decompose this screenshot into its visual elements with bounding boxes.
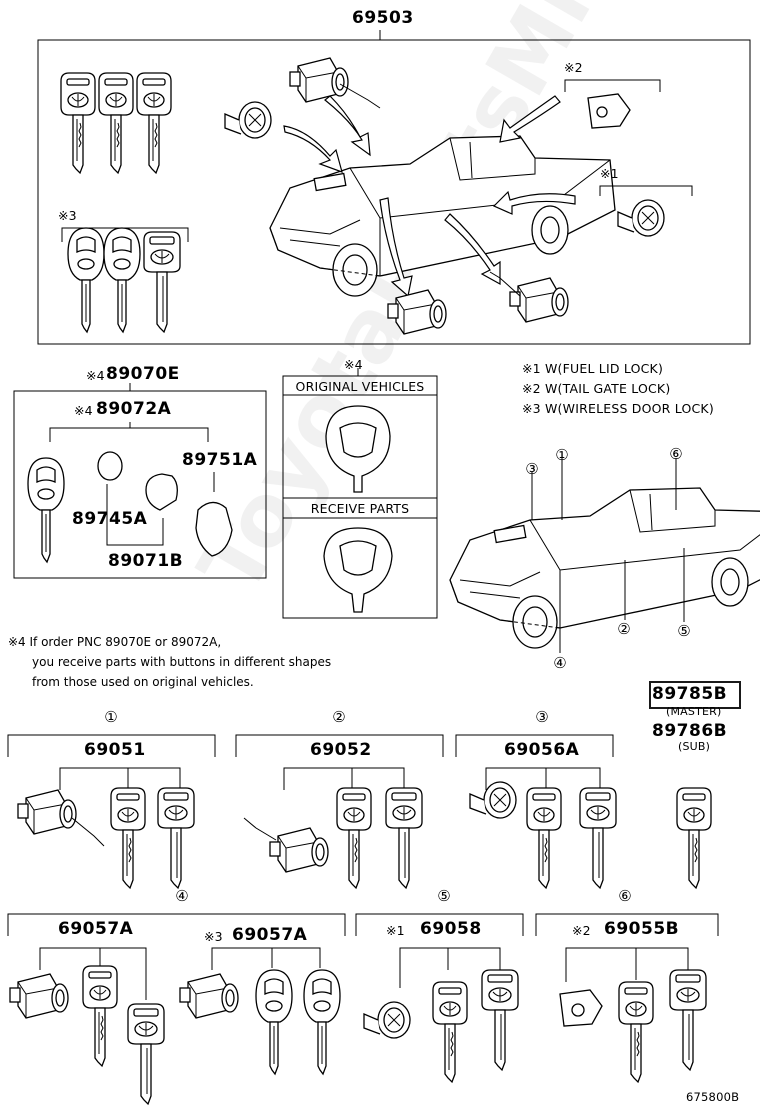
- master-key-code: 89785B: [652, 684, 728, 704]
- footnote-line-2: you receive parts with buttons in differ…: [32, 655, 332, 669]
- set-4-number: ④: [175, 887, 189, 905]
- key-inner-mark: ※4: [74, 403, 93, 418]
- set-4-code: 69057A: [58, 919, 134, 939]
- set-2-code: 69052: [310, 740, 372, 760]
- set-6-mark: ※2: [572, 923, 591, 938]
- set-3-number: ③: [535, 708, 549, 726]
- key-outer-code: 89070E: [106, 364, 180, 384]
- callout-4: ④: [553, 654, 567, 672]
- legend-tail-gate: ※2 W(TAIL GATE LOCK): [522, 381, 671, 396]
- key-outer-mark: ※4: [86, 368, 105, 383]
- callout-1: ①: [555, 446, 569, 464]
- set-5-number: ⑤: [437, 887, 451, 905]
- note-2-mark: ※2: [564, 60, 583, 75]
- original-vehicles-label: ORIGINAL VEHICLES: [295, 379, 425, 394]
- set-3-code: 69056A: [504, 740, 580, 760]
- footnote-line-3: from those used on original vehicles.: [32, 675, 254, 689]
- sub-label: (SUB): [678, 740, 711, 753]
- note-3-mark: ※3: [58, 208, 77, 223]
- callout-6: ⑥: [669, 445, 683, 463]
- callout-3: ③: [525, 460, 539, 478]
- sub-key-code: 89786B: [652, 721, 728, 741]
- set-5-mark: ※1: [386, 923, 405, 938]
- legend-wireless-door: ※3 W(WIRELESS DOOR LOCK): [522, 401, 714, 416]
- set-5-code: 69058: [420, 919, 482, 939]
- set-4b-mark: ※3: [204, 929, 223, 944]
- cover-code: 89071B: [108, 551, 184, 571]
- receive-parts-label: RECEIVE PARTS: [310, 501, 410, 516]
- assembly-code: 69503: [352, 8, 414, 28]
- set-4b-code: 69057A: [232, 925, 308, 945]
- callout-5: ⑤: [677, 622, 691, 640]
- set-6-code: 69055B: [604, 919, 680, 939]
- plate-code: 89751A: [182, 450, 258, 470]
- note-1-mark: ※1: [600, 166, 619, 181]
- master-label: (MASTER): [666, 705, 722, 718]
- set-1-number: ①: [104, 708, 118, 726]
- battery-code: 89745A: [72, 509, 148, 529]
- callout-2: ②: [617, 620, 631, 638]
- legend-fuel-lid: ※1 W(FUEL LID LOCK): [522, 361, 664, 376]
- set-1-code: 69051: [84, 740, 146, 760]
- footnote-line-1: ※4 If order PNC 89070E or 89072A,: [8, 635, 222, 649]
- diagram-id: 675800B: [686, 1090, 740, 1104]
- key-inner-code: 89072A: [96, 399, 172, 419]
- compare-mark: ※4: [344, 357, 363, 372]
- set-2-number: ②: [332, 708, 346, 726]
- set-6-number: ⑥: [618, 887, 632, 905]
- master-key-code-box: [649, 681, 741, 709]
